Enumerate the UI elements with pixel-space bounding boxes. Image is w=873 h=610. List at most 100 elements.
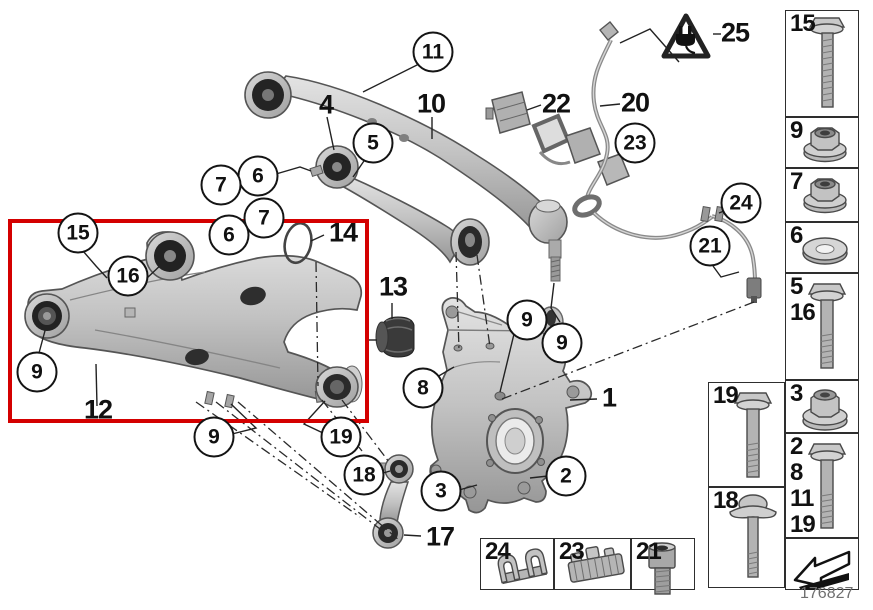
part-label-14[interactable]: 14 xyxy=(328,217,358,248)
callout-18-11[interactable]: 18 xyxy=(343,454,385,496)
callout-9-9[interactable]: 9 xyxy=(193,416,235,458)
part-lower-control-arm xyxy=(24,231,363,409)
leader-lines xyxy=(38,28,740,537)
catalog-number: 3 xyxy=(790,380,803,407)
bolt-long-icon xyxy=(808,17,846,108)
flange-nut-icon xyxy=(803,178,847,214)
catalog-icon xyxy=(490,542,554,593)
catalog-icon xyxy=(789,384,859,439)
catalog-box-numbers: 18 xyxy=(713,488,739,514)
catalog-number: 5 xyxy=(790,273,803,300)
part-oring-14 xyxy=(283,221,313,265)
catalog-icon xyxy=(789,226,859,277)
bolt-icon xyxy=(807,283,847,369)
catalog-icon xyxy=(789,540,857,595)
part-label-1[interactable]: 1 xyxy=(601,382,617,413)
catalog-number: 21 xyxy=(636,538,662,565)
part-label-20[interactable]: 20 xyxy=(620,87,650,118)
part-wear-sensor xyxy=(485,91,630,186)
part-stabilizer-link xyxy=(372,454,414,549)
catalog-box-19[interactable]: 19 xyxy=(708,382,785,487)
catalog-icon xyxy=(789,172,859,223)
diagram-number: 176827 xyxy=(800,585,854,602)
callout-9-8[interactable]: 9 xyxy=(16,351,58,393)
callout-7-4[interactable]: 7 xyxy=(243,197,285,239)
callout-5-1[interactable]: 5 xyxy=(352,122,394,164)
catalog-number: 2 xyxy=(790,433,803,460)
part-label-22[interactable]: 22 xyxy=(541,88,571,119)
catalog-icon xyxy=(789,121,859,172)
catalog-box-24[interactable]: 24 xyxy=(480,538,554,590)
callout-23-12[interactable]: 23 xyxy=(614,122,656,164)
direction-arrow-icon xyxy=(793,550,851,593)
part-label-4[interactable]: 4 xyxy=(318,89,334,120)
catalog-box-15[interactable]: 15 xyxy=(785,10,859,117)
socket-screw-icon xyxy=(648,542,676,595)
catalog-box-21[interactable]: 21 xyxy=(631,538,695,595)
catalog-icon xyxy=(561,542,631,593)
part-guide-arm xyxy=(315,145,490,266)
cable-clip-icon xyxy=(497,548,548,585)
catalog-box-numbers: 15 xyxy=(790,10,816,37)
small-bolt xyxy=(309,164,324,177)
callout-9-16[interactable]: 9 xyxy=(541,322,583,364)
part-label-13[interactable]: 13 xyxy=(378,271,408,302)
callout-11-0[interactable]: 11 xyxy=(412,31,454,73)
catalog-box-numbers: 21 xyxy=(636,538,662,565)
catalog-number: 6 xyxy=(790,222,803,249)
callout-2-19[interactable]: 2 xyxy=(545,455,587,497)
washer-icon xyxy=(802,237,848,265)
callout-15-6[interactable]: 15 xyxy=(57,212,99,254)
catalog-box-numbers: 19 xyxy=(713,382,739,409)
catalog-number: 11 xyxy=(790,485,814,512)
callout-7-3[interactable]: 7 xyxy=(200,164,242,206)
catalog-box-7[interactable]: 7 xyxy=(785,168,859,222)
catalog-box-23[interactable]: 23 xyxy=(554,538,631,590)
catalog-icon xyxy=(790,436,860,541)
callout-6-2[interactable]: 6 xyxy=(237,155,279,197)
callout-6-5[interactable]: 6 xyxy=(208,214,250,256)
bolt-icon xyxy=(733,392,773,478)
part-upper-arm xyxy=(244,71,568,282)
catalog-number: 15 xyxy=(790,10,816,37)
callout-3-18[interactable]: 3 xyxy=(420,470,462,512)
cable-holder-icon xyxy=(567,546,625,583)
catalog-number: 7 xyxy=(790,168,803,195)
callout-24-13[interactable]: 24 xyxy=(720,182,762,224)
catalog-box-numbers: 7 xyxy=(790,168,803,195)
catalog-icon xyxy=(716,490,786,590)
catalog-box-9[interactable]: 9 xyxy=(785,117,859,168)
callout-16-7[interactable]: 16 xyxy=(107,255,149,297)
flange-nut-icon xyxy=(802,389,848,431)
catalog-number: 8 xyxy=(790,459,803,486)
catalog-box-numbers: 24 xyxy=(485,539,511,565)
catalog-number: 19 xyxy=(790,511,816,538)
callout-8-17[interactable]: 8 xyxy=(402,367,444,409)
catalog-box-direction-arrow[interactable] xyxy=(785,538,859,593)
callout-21-14[interactable]: 21 xyxy=(689,225,731,267)
catalog-number: 19 xyxy=(713,382,739,409)
catalog-number: 9 xyxy=(790,117,803,144)
callout-9-15[interactable]: 9 xyxy=(506,299,548,341)
catalog-box-3[interactable]: 3 xyxy=(785,380,859,433)
catalog-box-18[interactable]: 18 xyxy=(708,487,785,588)
part-label-17[interactable]: 17 xyxy=(425,521,455,552)
catalog-box-numbers: 6 xyxy=(790,222,803,249)
catalog-icon xyxy=(790,276,860,381)
part-label-25[interactable]: 25 xyxy=(720,17,750,48)
bolt-icon xyxy=(807,443,847,529)
catalog-box-numbers: 3 xyxy=(790,380,803,407)
part-label-12[interactable]: 12 xyxy=(83,394,113,425)
catalog-box-6[interactable]: 6 xyxy=(785,222,859,273)
catalog-icon xyxy=(716,385,786,490)
part-label-10[interactable]: 10 xyxy=(416,88,446,119)
warning-triangle-icon xyxy=(661,13,711,59)
callout-19-10[interactable]: 19 xyxy=(320,416,362,458)
part-bushing-13 xyxy=(375,316,415,358)
bolt-washer-icon xyxy=(729,494,777,578)
